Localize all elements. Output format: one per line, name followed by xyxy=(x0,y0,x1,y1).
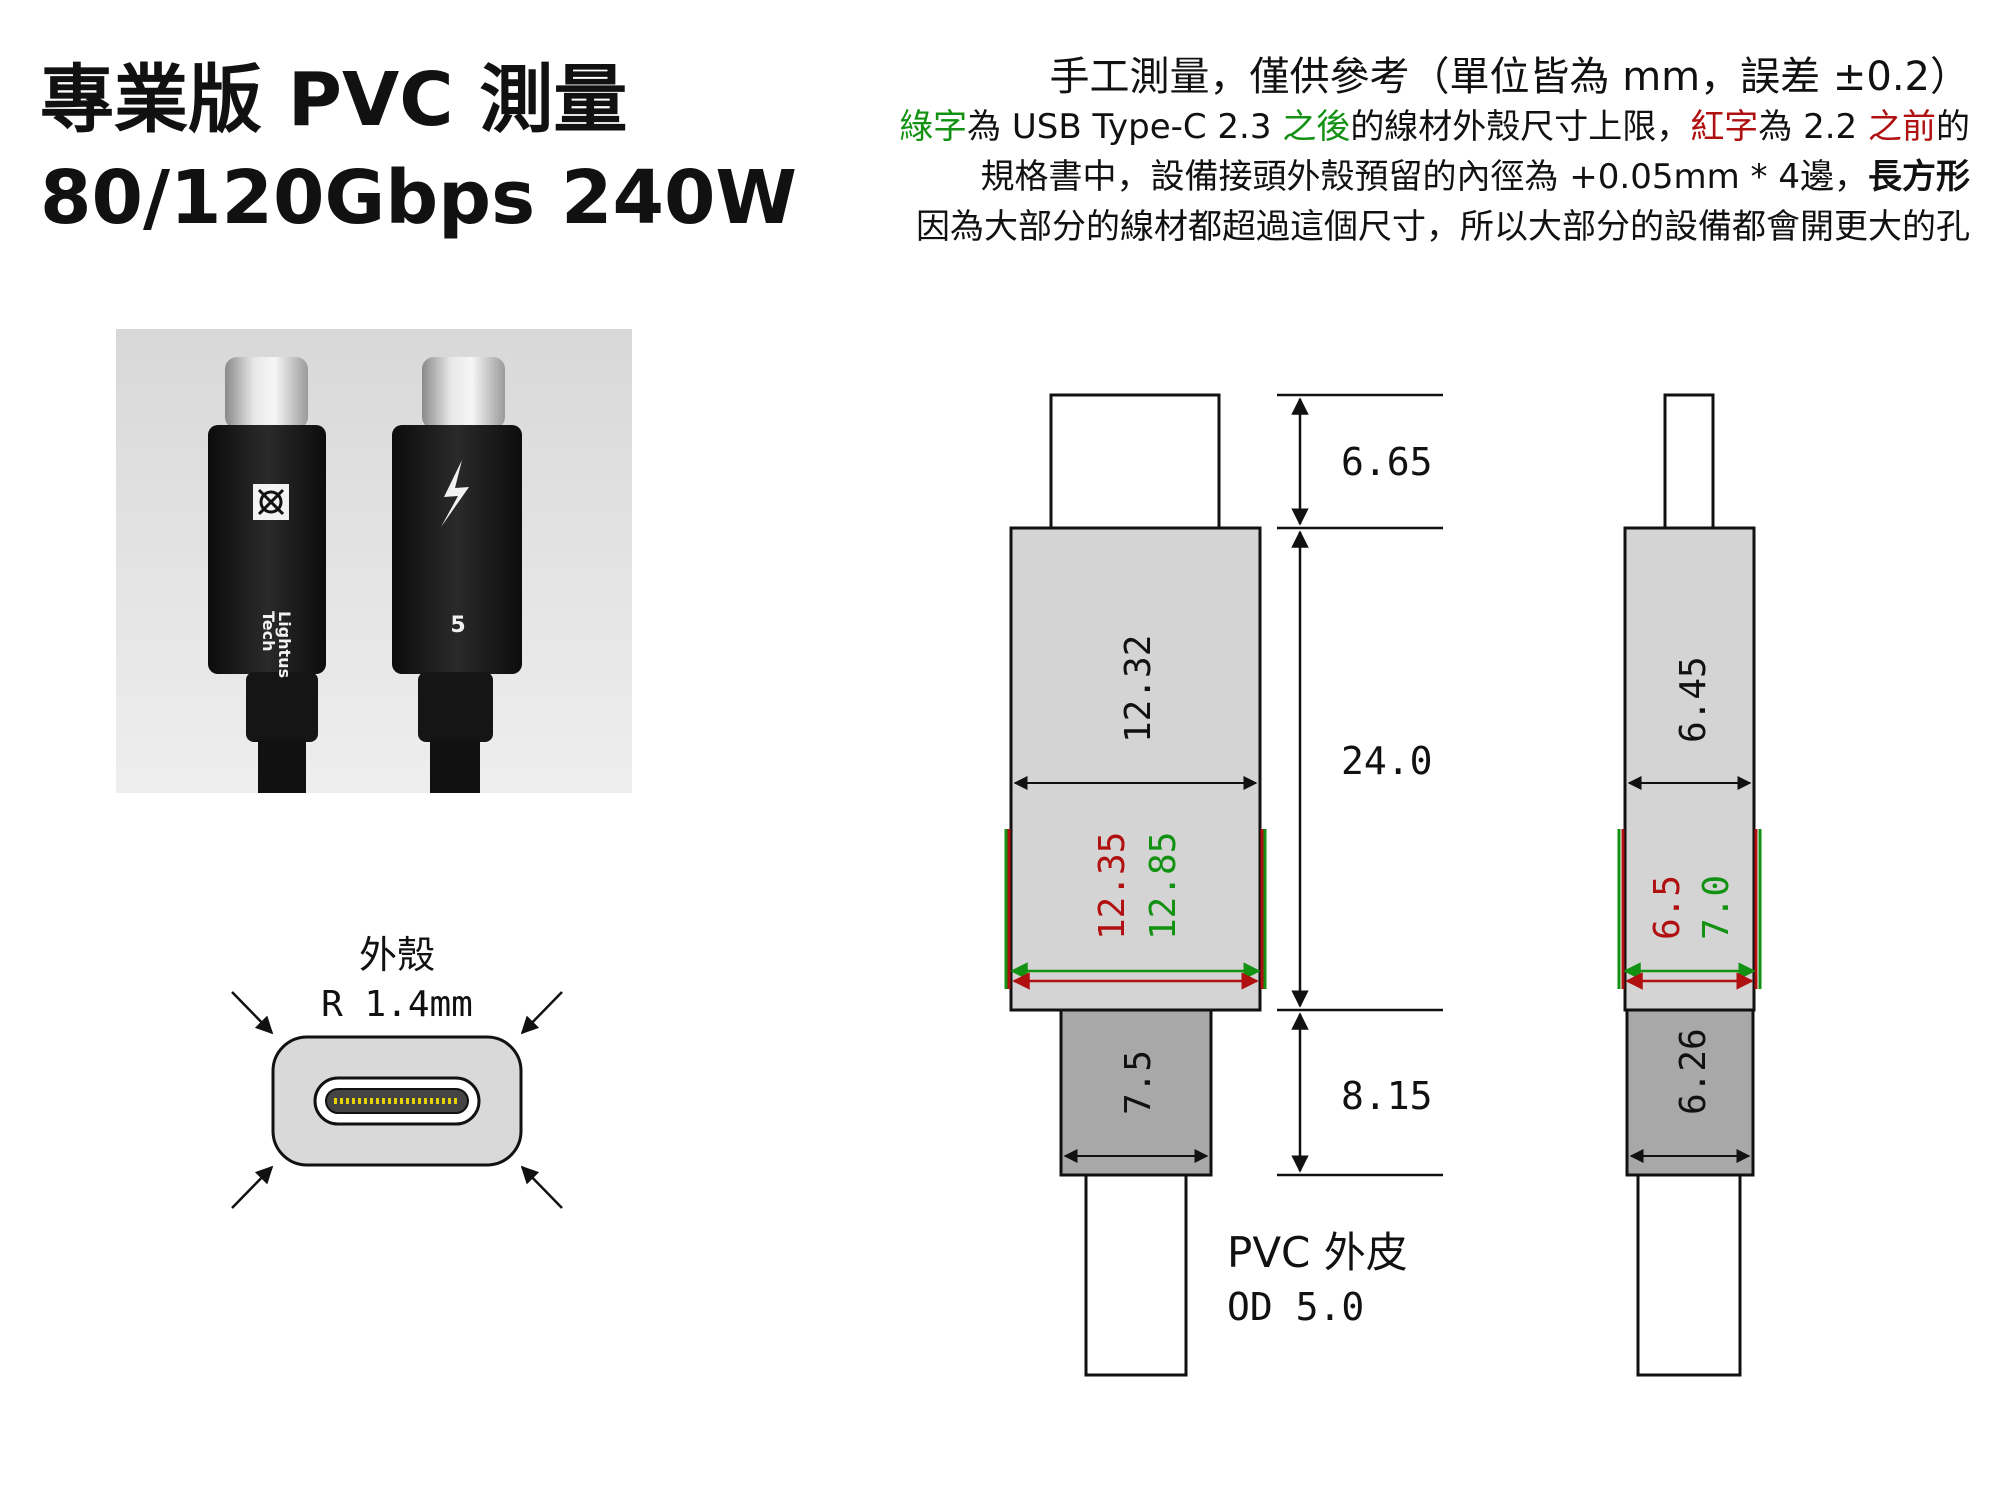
dim-limit-new-thickness: 7.0 xyxy=(1696,875,1737,940)
cable-label: PVC 外皮 xyxy=(1227,1228,1408,1277)
dim-body-length: 24.0 xyxy=(1341,739,1433,783)
brand-name: Lightus xyxy=(275,611,294,678)
dim-body-width: 12.32 xyxy=(1118,635,1159,743)
note-line-2: 綠字為 USB Type-C 2.3 之後的線材外殼尺寸上限，紅字為 2.2 之… xyxy=(899,102,1970,152)
title-spec: 80/120Gbps 240W xyxy=(40,155,798,241)
note-red-word: 紅字 xyxy=(1690,107,1759,147)
product-photo: Lightus Tech 5 xyxy=(116,329,632,793)
note-red-before: 之前 xyxy=(1868,107,1936,147)
plug-right: 5 xyxy=(392,357,522,793)
note-green-after: 之後 xyxy=(1282,107,1351,147)
connector-side-view: 6.45 6.5 7.0 6.26 xyxy=(1617,393,1762,1377)
brand-name-2: Tech xyxy=(259,611,278,652)
note-line-1: 手工測量，僅供參考（單位皆為 mm，誤差 ±0.2） xyxy=(1049,54,1971,100)
note-text: 的 xyxy=(1936,107,1970,147)
dim-boot-width: 7.5 xyxy=(1118,1050,1159,1115)
connector-front-view: 12.32 12.35 12.85 7.5 xyxy=(1004,393,1267,1377)
note-text: 規格書中，設備接頭外殼預留的內徑為 +0.05mm * 4邊， xyxy=(980,157,1869,197)
note-text: 的線材外殼尺寸上限， xyxy=(1350,107,1691,147)
dim-body-thickness: 6.45 xyxy=(1673,656,1714,743)
plug-left: Lightus Tech xyxy=(208,357,326,793)
brand-logo-icon xyxy=(253,484,289,520)
note-line-4: 因為大部分的線材都超過這個尺寸，所以大部分的設備都會開更大的孔 xyxy=(916,207,1970,247)
title-main: 專業版 PVC 測量 xyxy=(40,57,628,143)
dim-limit-new-width: 12.85 xyxy=(1143,832,1184,940)
receptacle-label: 外殼 xyxy=(359,933,435,977)
note-line-3: 規格書中，設備接頭外殼預留的內徑為 +0.05mm * 4邊，長方形 xyxy=(981,152,1971,202)
dim-boot-length: 8.15 xyxy=(1341,1074,1433,1118)
dim-limit-old-width: 12.35 xyxy=(1092,832,1133,940)
dim-boot-thickness: 6.26 xyxy=(1673,1028,1714,1115)
thunderbolt-icon xyxy=(441,460,469,527)
dim-limit-old-thickness: 6.5 xyxy=(1647,875,1688,940)
receptacle-illustration: 外殼 R 1.4mm xyxy=(231,933,563,1209)
cable-od: OD 5.0 xyxy=(1227,1285,1364,1329)
receptacle-radius: R 1.4mm xyxy=(321,984,473,1025)
note-bold-rectangle: 長方形 xyxy=(1868,157,1970,197)
length-dimensions: 6.65 24.0 8.15 xyxy=(1277,393,1443,1177)
thunderbolt-version: 5 xyxy=(450,613,465,638)
dim-tip-length: 6.65 xyxy=(1341,440,1433,484)
note-text: 為 USB Type-C 2.3 xyxy=(967,107,1283,147)
note-green-word: 綠字 xyxy=(899,107,968,147)
note-text: 為 2.2 xyxy=(1758,107,1868,147)
